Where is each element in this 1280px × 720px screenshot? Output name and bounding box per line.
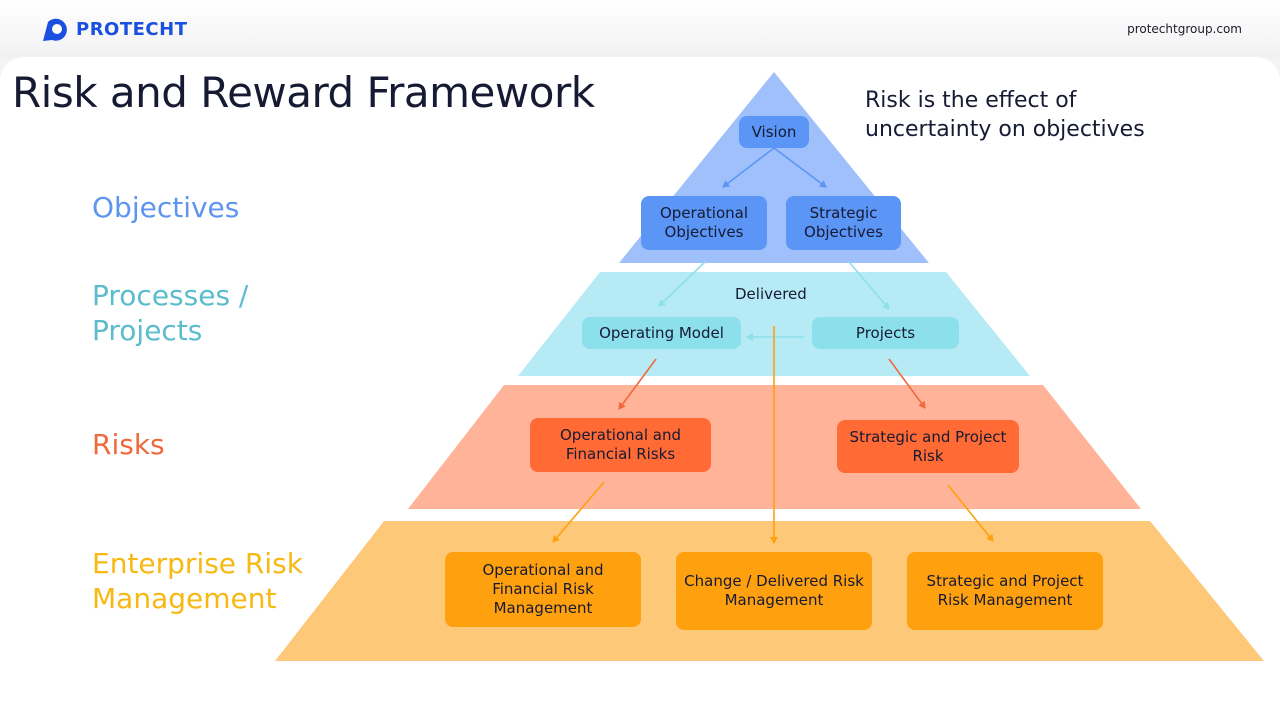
box-change-delivered-risk-management: Change / Delivered Risk Management (676, 552, 872, 630)
tier-label-processes: Processes / Projects (92, 279, 249, 347)
tier-label-objectives: Objectives (92, 191, 240, 224)
box-vision: Vision (739, 116, 809, 148)
box-operational-financial-risk-management: Operational and Financial Risk Managemen… (445, 552, 641, 627)
site-url[interactable]: protechtgroup.com (1127, 22, 1242, 36)
page-title: Risk and Reward Framework (12, 68, 595, 117)
tier-label-risks: Risks (92, 428, 165, 461)
box-operational-objectives: Operational Objectives (641, 196, 767, 250)
top-bar (0, 0, 1280, 60)
label-delivered: Delivered (735, 285, 807, 303)
tagline: Risk is the effect of uncertainty on obj… (865, 88, 1145, 142)
protecht-logo-icon (43, 18, 67, 41)
tier-label-erm: Enterprise Risk Management (92, 547, 303, 615)
arrow-vision-to-strategic (773, 147, 827, 188)
box-operating-model: Operating Model (582, 317, 741, 349)
arrow-strat-risk-to-strat-mgmt (947, 484, 994, 542)
arrow-projects-to-strat-risk (888, 358, 926, 409)
box-strategic-project-risk: Strategic and Project Risk (837, 420, 1019, 473)
box-projects: Projects (812, 317, 959, 349)
arrow-operating-model-to-op-risks (618, 358, 657, 410)
box-strategic-objectives: Strategic Objectives (786, 196, 901, 250)
box-operational-financial-risks: Operational and Financial Risks (530, 418, 711, 472)
pyramid-tier-processes (518, 272, 1030, 376)
logo-text: PROTECHT (76, 18, 188, 40)
arrow-stratobj-to-projects (848, 261, 890, 310)
arrow-vision-to-operational (722, 147, 775, 188)
box-strategic-project-risk-management: Strategic and Project Risk Management (907, 552, 1103, 630)
brand-logo[interactable]: PROTECHT (40, 16, 187, 42)
arrow-op-risks-to-op-mgmt (552, 481, 605, 543)
arrow-opobj-to-operating-model (658, 261, 706, 307)
